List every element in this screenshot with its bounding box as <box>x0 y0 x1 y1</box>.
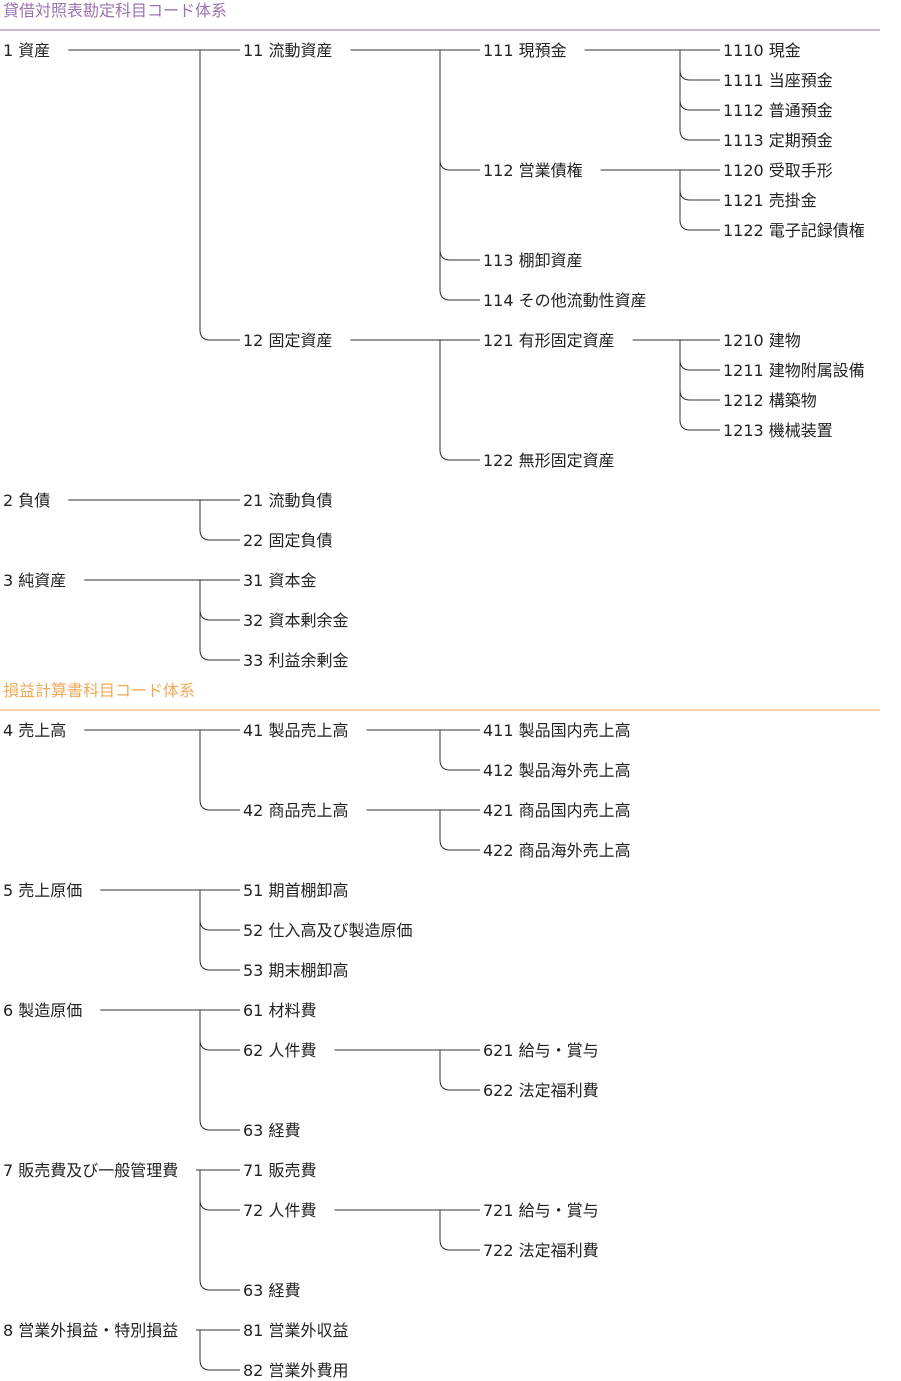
code-node-level-3: 412 製品海外売上高 <box>483 761 631 780</box>
code-node-level-4: 1120 受取手形 <box>723 161 833 180</box>
connector-branch <box>199 1170 240 1291</box>
code-node-level-2: 53 期末棚卸高 <box>243 961 348 980</box>
code-node-level-1: 4 売上高 <box>3 721 66 740</box>
connector-branch <box>199 50 240 341</box>
code-node-level-1: 8 営業外損益・特別損益 <box>3 1321 178 1340</box>
code-node-level-3: 722 法定福利費 <box>483 1241 599 1260</box>
code-node-level-4: 1113 定期預金 <box>723 131 833 150</box>
connector-branch <box>199 730 240 811</box>
connector-branch <box>679 340 720 431</box>
code-node-level-4: 1121 売掛金 <box>723 191 817 210</box>
code-node-level-3: 421 商品国内売上高 <box>483 801 631 820</box>
connector-branch <box>439 50 480 171</box>
code-node-level-4: 1212 構築物 <box>723 391 817 410</box>
code-node-level-3: 721 給与・賞与 <box>483 1201 599 1220</box>
connector-branch <box>439 810 480 851</box>
code-node-level-3: 122 無形固定資産 <box>483 451 615 470</box>
code-node-level-1: 7 販売費及び一般管理費 <box>3 1161 178 1180</box>
connector-branch <box>439 730 480 771</box>
code-node-level-4: 1210 建物 <box>723 331 801 350</box>
code-node-level-3: 121 有形固定資産 <box>483 331 615 350</box>
connector-branch <box>679 50 720 141</box>
code-node-level-2: 31 資本金 <box>243 571 316 590</box>
code-node-level-2: 32 資本剰余金 <box>243 611 348 630</box>
code-node-level-2: 22 固定負債 <box>243 531 332 550</box>
code-node-level-4: 1213 機械装置 <box>723 421 833 440</box>
code-node-level-3: 411 製品国内売上高 <box>483 721 631 740</box>
code-node-level-2: 12 固定資産 <box>243 331 332 350</box>
code-node-level-2: 71 販売費 <box>243 1161 316 1180</box>
code-node-level-2: 62 人件費 <box>243 1041 316 1060</box>
code-node-level-2: 63 経費 <box>243 1281 300 1300</box>
connector-branch <box>199 580 240 661</box>
section-title: 損益計算書科目コード体系 <box>3 681 195 700</box>
connector-branch <box>199 1170 240 1211</box>
code-node-level-2: 51 期首棚卸高 <box>243 881 348 900</box>
code-node-level-3: 621 給与・賞与 <box>483 1041 599 1060</box>
connector-branch <box>199 1330 240 1371</box>
connector-branch <box>199 890 240 931</box>
connector-branch <box>679 170 720 231</box>
code-node-level-1: 2 負債 <box>3 491 50 510</box>
code-node-level-2: 82 営業外費用 <box>243 1361 348 1380</box>
code-node-level-2: 41 製品売上高 <box>243 721 348 740</box>
connector-branch <box>199 500 240 541</box>
code-node-level-2: 63 経費 <box>243 1121 300 1140</box>
code-node-level-1: 6 製造原価 <box>3 1001 82 1020</box>
code-node-level-2: 33 利益余剰金 <box>243 651 348 670</box>
code-node-level-2: 11 流動資産 <box>243 41 332 60</box>
connector-branch <box>679 50 720 81</box>
connector-branch <box>199 1010 240 1131</box>
code-node-level-3: 112 営業債権 <box>483 161 583 180</box>
code-node-level-4: 1112 普通預金 <box>723 101 833 120</box>
code-node-level-4: 1111 当座預金 <box>723 71 833 90</box>
code-node-level-1: 3 純資産 <box>3 571 66 590</box>
code-node-level-4: 1110 現金 <box>723 41 801 60</box>
code-node-level-3: 111 現預金 <box>483 41 567 60</box>
code-node-level-1: 5 売上原価 <box>3 881 82 900</box>
code-node-level-4: 1122 電子記録債権 <box>723 221 865 240</box>
code-node-level-2: 21 流動負債 <box>243 491 332 510</box>
connector-branch <box>199 890 240 971</box>
connector-branch <box>199 580 240 621</box>
code-node-level-3: 622 法定福利費 <box>483 1081 599 1100</box>
connector-branch <box>199 1010 240 1051</box>
section-title: 貸借対照表勘定科目コード体系 <box>3 1 227 20</box>
connector-branch <box>679 340 720 371</box>
connector-branch <box>439 1050 480 1091</box>
code-node-level-2: 52 仕入高及び製造原価 <box>243 921 412 940</box>
connector-branch <box>439 50 480 301</box>
code-node-level-2: 61 材料費 <box>243 1001 316 1020</box>
code-node-level-2: 81 営業外収益 <box>243 1321 348 1340</box>
code-node-level-2: 72 人件費 <box>243 1201 316 1220</box>
code-node-level-3: 422 商品海外売上高 <box>483 841 631 860</box>
connector-branch <box>679 170 720 201</box>
code-node-level-1: 1 資産 <box>3 41 50 60</box>
connector-branch <box>439 50 480 261</box>
code-node-level-4: 1211 建物附属設備 <box>723 361 865 380</box>
code-node-level-2: 42 商品売上高 <box>243 801 348 820</box>
code-node-level-3: 113 棚卸資産 <box>483 251 583 270</box>
connector-branch <box>439 1210 480 1251</box>
connector-branch <box>439 340 480 461</box>
code-node-level-3: 114 その他流動性資産 <box>483 291 647 310</box>
